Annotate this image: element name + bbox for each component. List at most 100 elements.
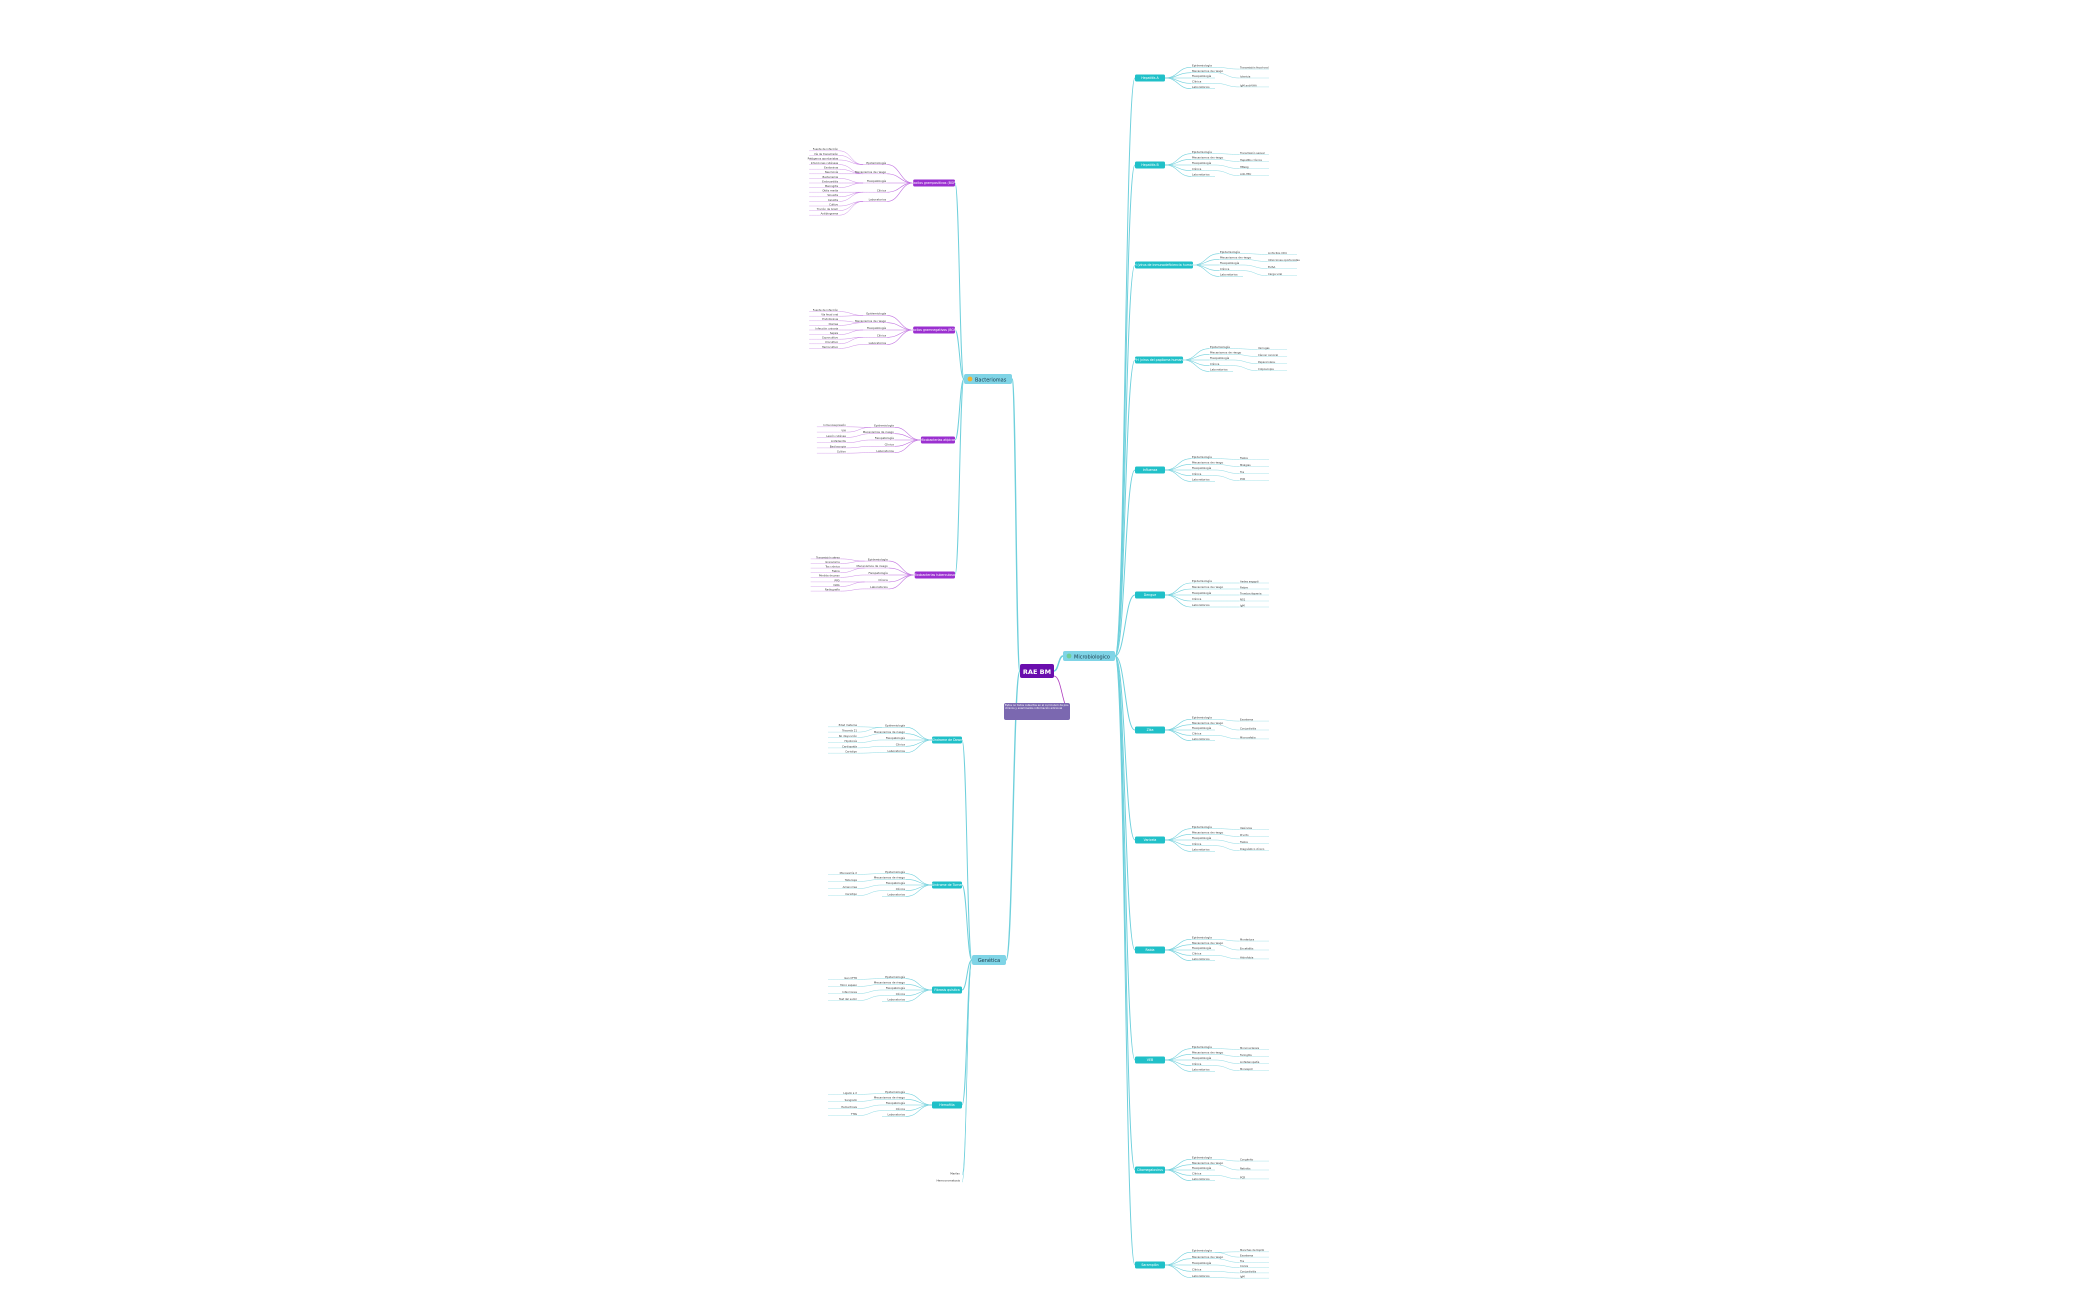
virus-group-10[interactable]: Citomegalovirus [1135,1166,1165,1174]
gen-group-3-leaf: Hemartrosis [841,1105,857,1109]
link [1214,828,1240,830]
link [1214,1271,1240,1274]
virus-group-11[interactable]: Sarampión [1135,1261,1165,1269]
virus-group-7[interactable]: Varicela [1135,836,1165,844]
gen-group-2-leaf: Moco espeso [840,983,857,987]
link [839,329,864,335]
bact-group-3-leaf: Tos crónica [825,565,840,569]
virus-group-5-item: Clínica [1192,597,1202,601]
virus-group-11-item: Mecanismos de riesgo [1192,1255,1223,1259]
virus-group-7-leaf: Fiebre [1240,840,1248,844]
virus-group-0[interactable]: Hepatitis A [1135,74,1165,82]
link [1183,359,1210,366]
bact-group-1[interactable]: Bacilos gramnegativos (BGN) [911,326,958,334]
virus-group-0-leaf: IgM anti-VHA [1240,83,1257,87]
link [846,452,871,454]
link [1214,170,1240,176]
bact-group-2-leaf: Lesión cutánea [826,434,846,438]
gen-group-1-item: Mecanismos de riesgo [874,876,905,880]
link [1214,72,1240,79]
virus-group-1[interactable]: Hepatitis B [1135,161,1165,169]
virus-group-5[interactable]: Dengue [1135,591,1165,599]
virus-group-10-label: Citomegalovirus [1137,1168,1163,1172]
gen-group-2[interactable]: Fibrosis quística [932,986,962,994]
bact-group-0[interactable]: Bacilos grampositivos (BGP) [912,179,957,187]
gen-group-1-leaf: Amenorrea [843,885,858,889]
virus-group-2[interactable]: VIH (virus de inmunodeficiencia humana) [1131,261,1197,269]
link [846,439,871,443]
virus-group-5-leaf: Fiebre [1240,585,1248,589]
link [1114,655,1136,1061]
link [857,752,883,754]
branch-bacteriomas-label: Bacteriomas [975,378,1007,384]
bact-group-2[interactable]: Micobacterias atípicas [920,436,956,444]
bact-group-0-leaf: Otitis media [822,189,838,193]
virus-group-3[interactable]: VPH (virus del papiloma humano) [1132,356,1186,364]
link [1214,475,1240,481]
link [888,560,915,576]
link [1214,735,1240,740]
link [1005,670,1021,961]
link [839,337,864,344]
bact-group-1-item: Epidemiología [866,312,886,316]
bact-group-2-leaf: VIH [841,429,846,433]
bact-group-3-leaf: Granuloma [825,560,840,564]
branch-bacteriomas[interactable]: Bacteriomas [964,374,1012,384]
branch-genetica[interactable]: Genética [972,955,1006,965]
link [1214,153,1240,155]
virus-group-5-leaf: NS1 [1240,597,1246,601]
virus-group-3-item: Clínica [1210,362,1220,366]
bact-group-0-leaf: Bacteriemia [823,175,839,179]
virus-group-7-item: Mecanismos de riesgo [1192,831,1223,835]
link [961,739,973,961]
virus-group-8-item: Clínica [1192,952,1202,956]
bact-group-3-leaf: Pérdida de peso [819,574,840,578]
gen-group-0[interactable]: Síndrome de Down [932,736,962,744]
link [1164,159,1192,166]
virus-group-3-leaf: Verrugas [1258,346,1270,350]
virus-group-6[interactable]: Zika [1135,726,1165,734]
virus-group-1-label: Hepatitis B [1141,163,1158,167]
bact-group-1-leaf: Infección urinaria [816,326,839,330]
link [1214,1065,1240,1071]
virus-group-4[interactable]: Influenza [1135,466,1165,474]
link [839,311,864,316]
link [839,201,864,216]
virus-group-9[interactable]: VEB [1135,1056,1165,1064]
virus-group-8-leaf: Encefalitis [1240,946,1254,950]
virus-group-11-item: Fisiopatología [1192,1261,1211,1265]
branch-microbiologico-label: Microbiologico [1074,655,1110,661]
virus-group-8[interactable]: Rabia [1135,946,1165,954]
link [1114,164,1136,657]
gen-group-3-label: Hemofilia [939,1103,954,1107]
virus-group-8-item: Mecanismos de riesgo [1192,941,1223,945]
link [888,567,915,576]
virus-group-3-item: Fisiopatología [1210,356,1229,360]
link [905,739,933,747]
branch-microbiologico[interactable]: Microbiologico [1063,651,1115,661]
virus-group-7-item: Laboratorios [1192,848,1210,852]
link [1164,464,1192,471]
gen-group-1-leaf: Cariotipo [845,892,857,896]
gen-group-1[interactable]: Síndrome de Turner [931,881,963,889]
link [905,879,933,886]
link [1214,1252,1240,1258]
link [840,574,865,578]
link [905,989,933,1002]
link [1164,834,1192,841]
virus-group-8-label: Rabia [1146,948,1155,952]
gen-group-0-item: Epidemiología [885,724,905,728]
gen-group-2-item: Mecanismos de riesgo [874,981,905,985]
gen-group-3-leaf: TTPa [851,1112,858,1116]
root-node[interactable]: RAE BM [1020,664,1054,678]
mind-map-links [809,66,1297,1279]
gen-group-2-item: Laboratorios [887,998,905,1002]
bact-group-3-item: Fisiopatología [869,571,888,575]
virus-group-10-item: Mecanismos de riesgo [1192,1161,1223,1165]
bact-group-3[interactable]: Micobacterias tuberculosas [913,571,957,579]
link [1164,944,1192,951]
link [954,182,965,380]
gen-group-3[interactable]: Hemofilia [932,1101,962,1109]
link [961,959,973,991]
link [905,989,933,996]
